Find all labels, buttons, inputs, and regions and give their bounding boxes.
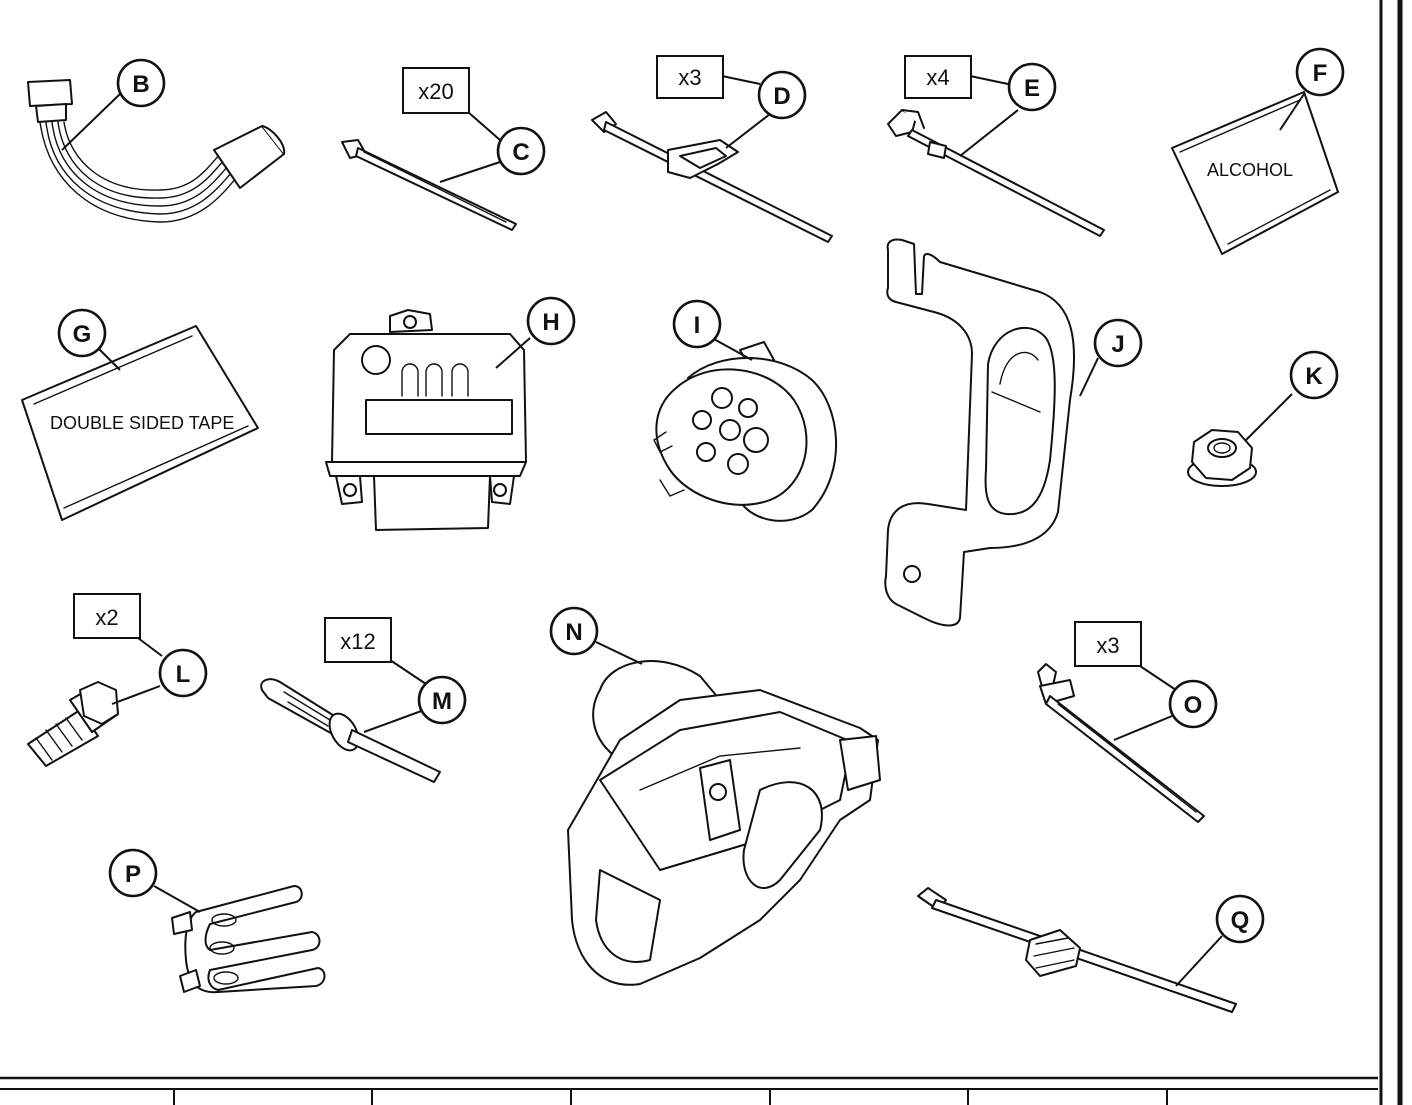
part-j-mounting-bracket	[884, 238, 1099, 627]
callout-q: Q	[1215, 894, 1265, 944]
callout-n: N	[549, 606, 599, 656]
callout-e: E	[1007, 62, 1057, 112]
callout-c: C	[496, 126, 546, 176]
callout-d: D	[757, 70, 807, 120]
callout-l: L	[158, 648, 208, 698]
callout-o: O	[1168, 679, 1218, 729]
tape-packet-label: DOUBLE SIDED TAPE	[50, 413, 234, 433]
svg-text:G: G	[73, 321, 92, 348]
svg-text:H: H	[542, 309, 559, 336]
callout-g: G	[57, 308, 107, 358]
part-h-brake-module	[325, 309, 531, 531]
callout-k: K	[1289, 350, 1339, 400]
callout-i: I	[672, 299, 722, 349]
callout-p: P	[108, 848, 158, 898]
part-b-wire-harness	[27, 79, 286, 223]
svg-text:P: P	[125, 861, 141, 888]
qty-box-e: x4	[904, 55, 972, 99]
svg-text:L: L	[176, 661, 191, 688]
svg-text:E: E	[1024, 75, 1040, 102]
part-q-edge-clip-tie	[917, 887, 1237, 1013]
part-e-push-mount-tie	[887, 75, 1105, 237]
callout-h: H	[526, 296, 576, 346]
svg-text:x12: x12	[340, 629, 375, 654]
part-n-connector-housing	[567, 641, 881, 986]
svg-text:J: J	[1111, 331, 1124, 358]
svg-text:O: O	[1184, 692, 1203, 719]
part-k-flange-nut	[1187, 393, 1293, 487]
part-p-fork-clip	[153, 885, 326, 994]
part-o-clip-tie	[1037, 663, 1205, 823]
svg-text:B: B	[132, 71, 149, 98]
part-d-cable-tie-clip	[591, 75, 833, 243]
qty-box-c: x20	[402, 67, 470, 114]
svg-text:C: C	[512, 139, 529, 166]
svg-text:x2: x2	[95, 605, 118, 630]
callout-f: F	[1295, 47, 1345, 97]
svg-text:x4: x4	[926, 65, 949, 90]
svg-text:M: M	[432, 688, 452, 715]
qty-box-d: x3	[656, 55, 724, 99]
svg-text:D: D	[773, 83, 790, 110]
part-c-cable-tie	[341, 111, 517, 231]
svg-text:Q: Q	[1231, 907, 1250, 934]
svg-text:K: K	[1305, 363, 1323, 390]
part-m-blind-rivet	[260, 659, 441, 783]
svg-text:F: F	[1313, 60, 1328, 87]
part-g-double-sided-tape: DOUBLE SIDED TAPE	[21, 325, 259, 521]
svg-text:x20: x20	[418, 79, 453, 104]
svg-text:x3: x3	[1096, 633, 1119, 658]
callout-b: B	[116, 58, 166, 108]
qty-box-m: x12	[324, 617, 392, 663]
part-f-alcohol-pad: ALCOHOL	[1171, 91, 1339, 255]
svg-text:x3: x3	[678, 65, 701, 90]
part-i-connector-insert	[653, 337, 838, 522]
qty-box-l: x2	[73, 593, 141, 639]
callout-m: M	[417, 675, 467, 725]
svg-text:I: I	[694, 312, 701, 339]
qty-box-o: x3	[1074, 621, 1142, 667]
alcohol-pad-label: ALCOHOL	[1207, 160, 1293, 180]
svg-text:N: N	[565, 619, 582, 646]
part-l-flange-bolt	[27, 637, 163, 767]
callout-j: J	[1093, 318, 1143, 368]
